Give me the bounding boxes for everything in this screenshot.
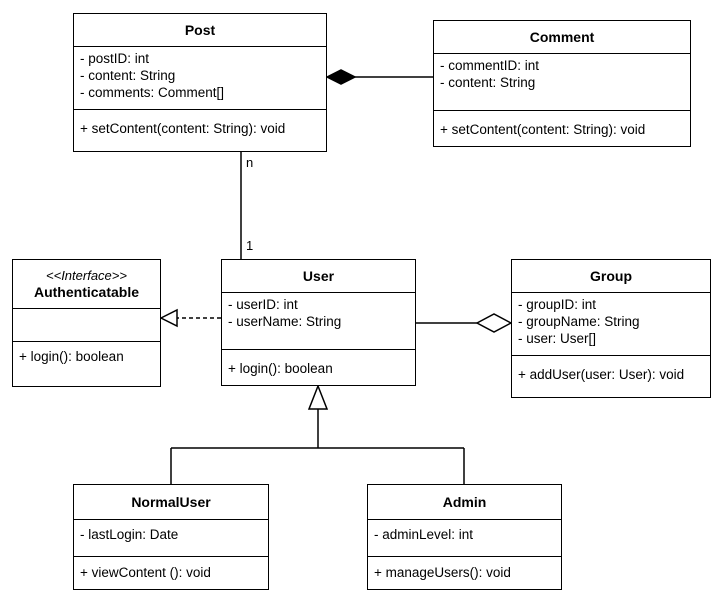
attribute: - userName: String	[228, 314, 342, 329]
attribute: - userID: int	[228, 297, 298, 312]
class-comment-attributes: - commentID: int - content: String	[434, 54, 690, 111]
class-post: Post - postID: int - content: String - c…	[73, 13, 327, 152]
class-admin: Admin - adminLevel: int + manageUsers():…	[367, 484, 562, 590]
method: + setContent(content: String): void	[80, 121, 286, 136]
class-normaluser-attributes: - lastLogin: Date	[74, 520, 268, 557]
attribute: - postID: int	[80, 51, 150, 66]
method: + login(): boolean	[19, 349, 124, 364]
class-name: Comment	[529, 28, 595, 45]
class-normaluser-header: NormalUser	[74, 485, 268, 520]
class-user-attributes: - userID: int - userName: String	[222, 293, 415, 350]
class-group-header: Group	[512, 260, 710, 293]
class-authenticatable-methods: + login(): boolean	[13, 342, 160, 368]
class-authenticatable-header: <<Interface>> Authenticatable	[13, 260, 160, 309]
method: + login(): boolean	[228, 361, 333, 376]
class-admin-header: Admin	[368, 485, 561, 520]
realization-arrowhead	[159, 308, 178, 328]
class-name: User	[302, 267, 335, 284]
class-comment-methods: + setContent(content: String): void	[434, 111, 690, 141]
class-comment-header: Comment	[434, 21, 690, 54]
class-group-attributes: - groupID: int - groupName: String - use…	[512, 293, 710, 356]
class-post-header: Post	[74, 14, 326, 47]
class-user-header: User	[222, 260, 415, 293]
class-comment: Comment - commentID: int - content: Stri…	[433, 20, 691, 147]
class-user: User - userID: int - userName: String + …	[221, 259, 416, 386]
attribute: - comments: Comment[]	[80, 85, 225, 100]
class-name: Admin	[442, 493, 487, 510]
class-group: Group - groupID: int - groupName: String…	[511, 259, 711, 398]
generalization-arrowhead	[307, 383, 329, 410]
attribute: - content: String	[440, 75, 536, 90]
attribute: - groupName: String	[518, 314, 640, 329]
class-admin-attributes: - adminLevel: int	[368, 520, 561, 557]
method: + viewContent (): void	[80, 565, 211, 580]
class-user-methods: + login(): boolean	[222, 350, 415, 380]
class-normaluser-methods: + viewContent (): void	[74, 557, 268, 584]
composition-diamond	[325, 69, 357, 85]
class-admin-methods: + manageUsers(): void	[368, 557, 561, 584]
class-name: Authenticatable	[33, 283, 139, 300]
multiplicity-user-end: 1	[246, 238, 254, 253]
class-name: NormalUser	[131, 493, 211, 510]
attribute: - groupID: int	[518, 297, 597, 312]
class-name: Post	[184, 21, 216, 38]
class-post-attributes: - postID: int - content: String - commen…	[74, 47, 326, 110]
attribute: - lastLogin: Date	[80, 527, 179, 542]
class-authenticatable-attributes	[13, 309, 160, 342]
multiplicity-post-end: n	[246, 155, 254, 170]
attribute: - commentID: int	[440, 58, 540, 73]
class-name: Group	[590, 267, 632, 284]
class-normaluser: NormalUser - lastLogin: Date + viewConte…	[73, 484, 269, 590]
attribute: - content: String	[80, 68, 176, 83]
method: + manageUsers(): void	[374, 565, 511, 580]
class-authenticatable: <<Interface>> Authenticatable + login():…	[12, 259, 161, 387]
method: + setContent(content: String): void	[440, 122, 646, 137]
attribute: - user: User[]	[518, 331, 597, 346]
aggregation-diamond	[475, 313, 513, 333]
interface-stereotype: <<Interface>>	[46, 267, 127, 283]
method: + addUser(user: User): void	[518, 367, 685, 382]
class-post-methods: + setContent(content: String): void	[74, 110, 326, 140]
attribute: - adminLevel: int	[374, 527, 474, 542]
class-group-methods: + addUser(user: User): void	[512, 356, 710, 386]
